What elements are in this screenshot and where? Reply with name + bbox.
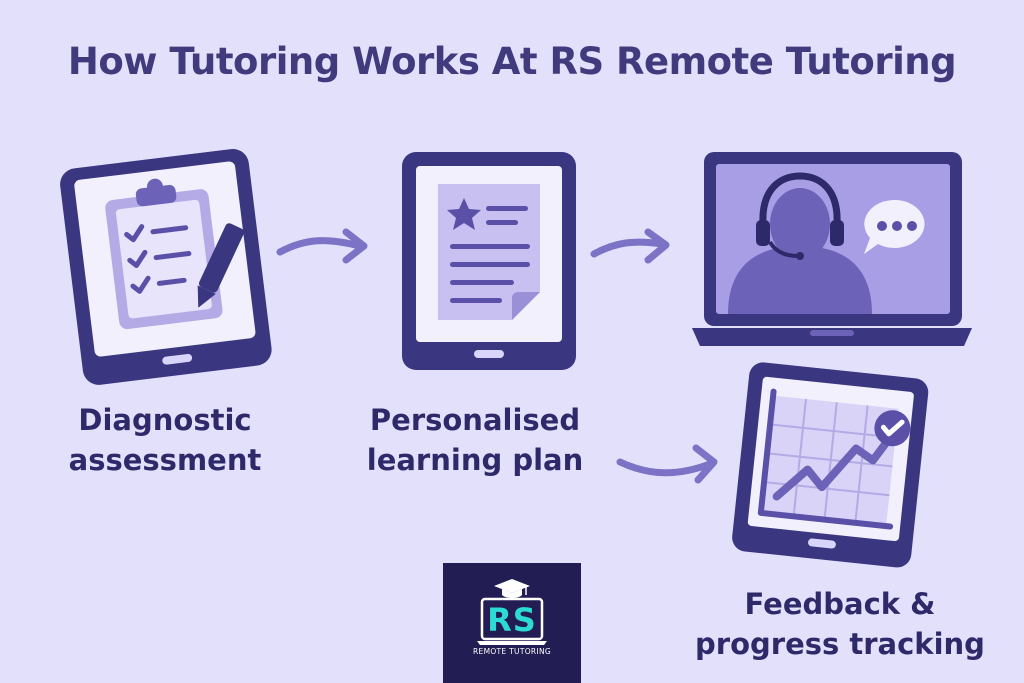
laptop-frame-icon xyxy=(477,597,547,645)
arrow-right-icon xyxy=(616,444,718,484)
arrow-right-icon xyxy=(276,228,368,264)
step-label-line: Diagnostic xyxy=(78,403,252,437)
logo-tagline: REMOTE TUTORING xyxy=(473,647,551,656)
step-label-diagnostic-assessment: Diagnostic assessment xyxy=(40,400,290,480)
step-label-line: progress tracking xyxy=(695,627,985,661)
rs-remote-tutoring-logo: RS REMOTE TUTORING xyxy=(443,563,581,683)
arrow-right-icon xyxy=(590,228,670,264)
step-label-line: assessment xyxy=(68,443,262,477)
page-title: How Tutoring Works At RS Remote Tutoring xyxy=(67,40,957,83)
step-label-line: learning plan xyxy=(366,443,584,477)
step-label-line: Personalised xyxy=(369,403,581,437)
step-label-line: Feedback & xyxy=(744,587,936,621)
progress-chart-icon xyxy=(732,362,929,568)
lesson-plan-document-icon xyxy=(402,152,576,370)
logo-letters: RS xyxy=(487,601,537,639)
graduation-cap-icon xyxy=(494,579,530,598)
video-session-laptop-icon xyxy=(692,152,972,346)
step-label-feedback-progress-tracking: Feedback & progress tracking xyxy=(680,584,1000,664)
clipboard-checklist-icon xyxy=(60,149,272,385)
step-label-personalised-learning-plan: Personalised learning plan xyxy=(350,400,600,480)
